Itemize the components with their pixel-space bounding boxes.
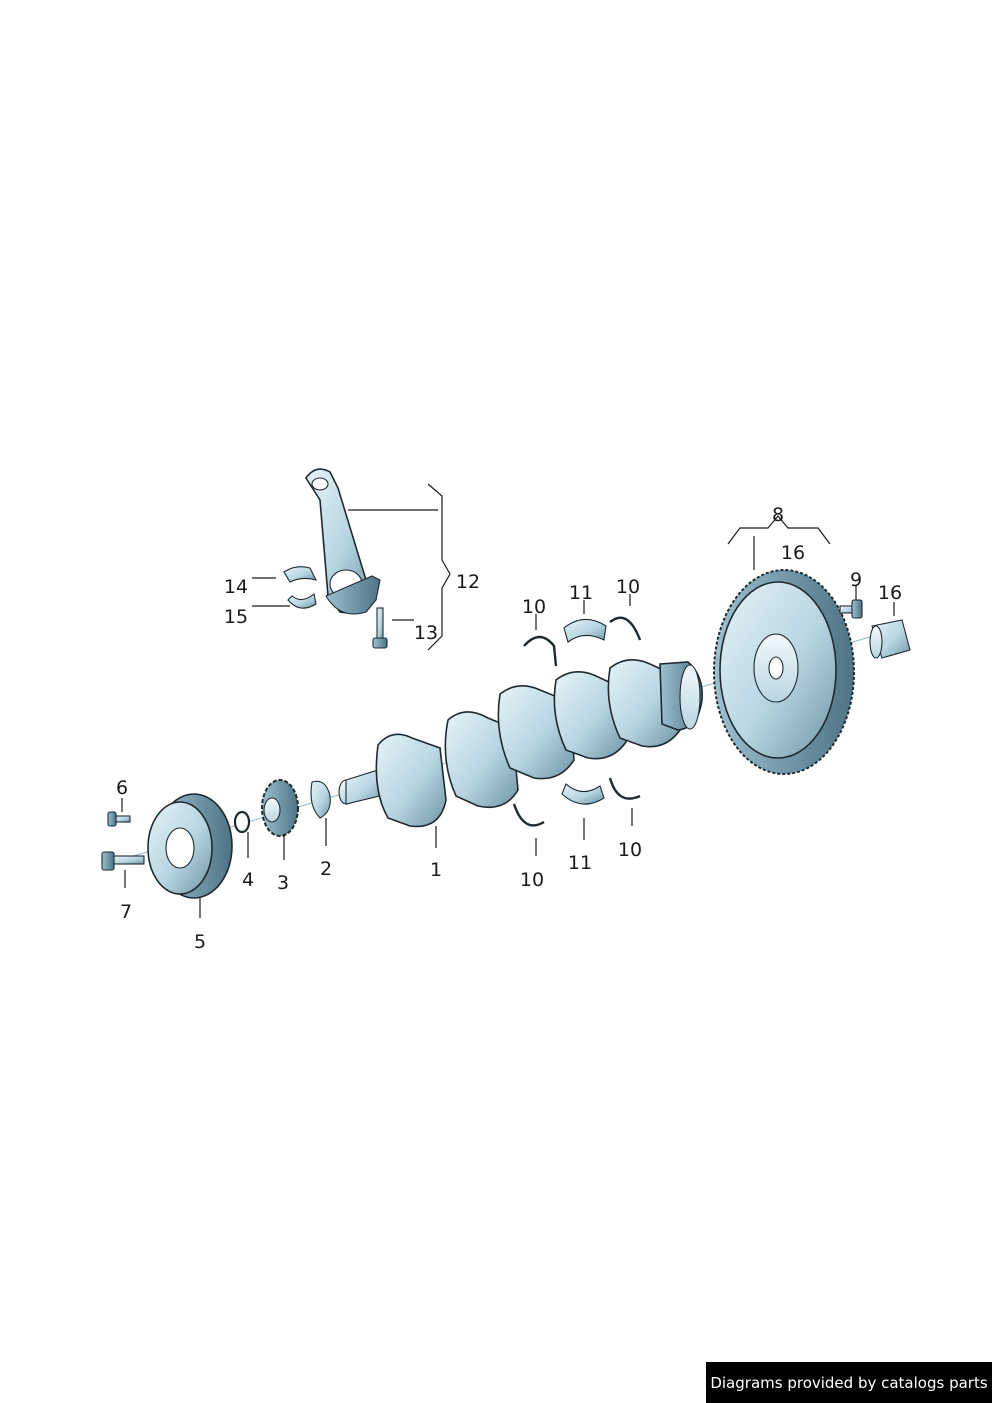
sealing-flange [310, 780, 331, 819]
callout-11-lower: 11 [568, 852, 592, 874]
callout-13: 13 [414, 622, 438, 644]
crankshaft-web-1 [375, 733, 447, 828]
callout-2: 2 [320, 858, 332, 880]
callout-11-upper: 11 [569, 582, 593, 604]
callout-labels: 1 2 3 4 5 6 7 8 9 10 10 10 10 11 11 12 1… [116, 504, 902, 953]
rod-bolt-head [372, 637, 388, 649]
watermark-banner: Diagrams provided by catalogs parts [706, 1362, 992, 1403]
damper-bore [165, 827, 195, 869]
callout-16-bushing: 16 [878, 582, 902, 604]
connecting-rod-small-eye [311, 477, 329, 491]
washer [233, 810, 251, 834]
flywheel [713, 569, 855, 775]
callout-5: 5 [194, 931, 206, 953]
watermark-text: Diagrams provided by catalogs parts [710, 1373, 988, 1392]
thrust-washer-lower-right [608, 777, 641, 800]
callout-10-upper-right: 10 [616, 576, 640, 598]
connecting-rod [305, 468, 381, 615]
flywheel-bolt-head [851, 599, 863, 619]
callout-10-lower-right: 10 [618, 839, 642, 861]
connecting-rod-bolt [372, 607, 388, 649]
rod-bolt-shank [376, 607, 384, 641]
callout-10-upper-left: 10 [522, 596, 546, 618]
callout-3: 3 [277, 872, 289, 894]
main-bearing-lower [561, 783, 605, 805]
crankshaft-sprocket [261, 779, 299, 837]
pilot-bushing [869, 619, 911, 659]
callout-4: 4 [242, 869, 254, 891]
callout-6: 6 [116, 777, 128, 799]
callout-10-lower-left: 10 [520, 869, 544, 891]
callout-9: 9 [850, 569, 862, 591]
thrust-washer-upper-left [523, 635, 558, 667]
flywheel-bolt [839, 599, 863, 619]
callout-15: 15 [224, 606, 248, 628]
callout-16-flywheel: 16 [781, 542, 805, 564]
bolt-short [107, 811, 131, 827]
callout-7: 7 [120, 901, 132, 923]
crankshaft-flange-face [679, 664, 701, 730]
vibration-damper [147, 793, 233, 899]
bearing-shell-upper [283, 566, 318, 583]
leader-lines [121, 483, 895, 918]
thrust-washer-upper-right [609, 616, 642, 641]
callout-12: 12 [456, 571, 480, 593]
callout-14: 14 [224, 576, 248, 598]
bearing-shell-lower [287, 592, 317, 609]
thrust-washer-lower-left [512, 803, 545, 827]
crankshaft [338, 659, 704, 828]
main-bearing-upper [563, 618, 607, 643]
callout-8: 8 [772, 504, 784, 526]
connecting-rod-cap [325, 575, 381, 615]
callout-1: 1 [430, 859, 442, 881]
flywheel-centre-bore [768, 656, 784, 680]
bolt-long [101, 851, 145, 871]
